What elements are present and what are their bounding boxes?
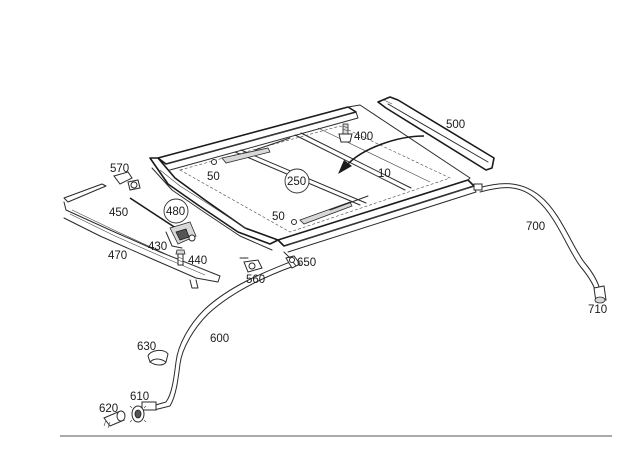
label-50-lower: 50 <box>272 211 285 223</box>
assembly-arrow <box>338 135 425 174</box>
label-470: 470 <box>108 250 127 262</box>
label-480: 480 <box>166 206 185 218</box>
label-630: 630 <box>137 341 156 353</box>
label-500: 500 <box>446 119 465 131</box>
label-450: 450 <box>109 207 128 219</box>
label-700: 700 <box>526 221 545 233</box>
label-440: 440 <box>188 255 207 267</box>
callout-ring-250 <box>284 168 310 194</box>
label-10: 10 <box>378 168 391 180</box>
drive-motor-430 <box>165 221 197 249</box>
gear-610 <box>129 405 147 423</box>
bracket-570 <box>113 171 141 191</box>
label-600: 600 <box>210 333 229 345</box>
front-rail-500 <box>377 96 495 171</box>
label-50-upper: 50 <box>207 171 220 183</box>
clamp-630 <box>147 349 169 366</box>
label-620: 620 <box>99 403 118 415</box>
slide-arm-lower <box>291 195 369 225</box>
label-560: 560 <box>246 274 265 286</box>
label-610: 610 <box>130 391 149 403</box>
side-trim-470 <box>63 183 221 289</box>
label-430: 430 <box>148 241 167 253</box>
bracket-560 <box>239 257 263 273</box>
label-710: 710 <box>588 304 607 316</box>
label-250: 250 <box>287 176 306 188</box>
bolt-400 <box>338 123 353 143</box>
label-570: 570 <box>110 163 129 175</box>
slide-arm-upper <box>211 137 291 165</box>
connector-650 <box>283 251 297 267</box>
callout-ring-480 <box>163 198 189 224</box>
screw-440 <box>175 249 186 266</box>
label-650: 650 <box>297 257 316 269</box>
end-fitting-710 <box>593 285 607 304</box>
label-400: 400 <box>354 131 373 143</box>
sunroof-frame <box>149 104 477 253</box>
drain-hose-700 <box>473 183 601 293</box>
nozzle-620 <box>103 410 126 429</box>
